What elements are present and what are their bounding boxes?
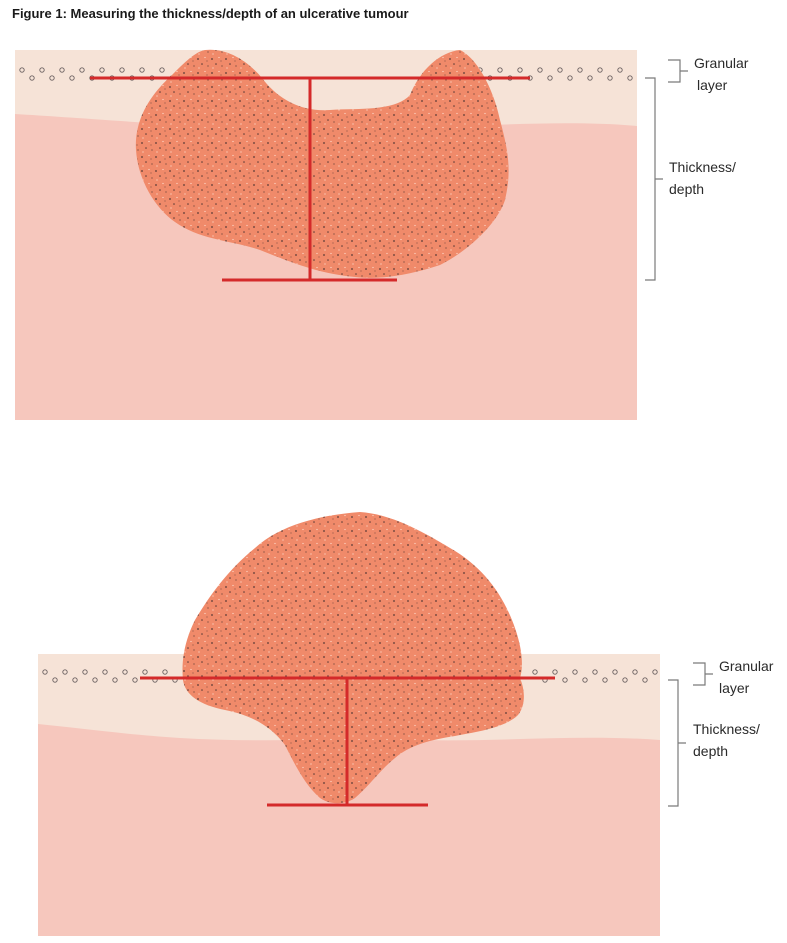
thickness-depth-label-line2: depth [693, 742, 728, 760]
ulcerative-tumour-illustration [0, 0, 787, 430]
thickness-depth-label: Thickness/ [693, 720, 760, 738]
granular-bracket [668, 60, 688, 82]
exophytic-tumour-illustration [0, 500, 787, 938]
thickness-bracket [645, 78, 663, 280]
granular-bracket [693, 663, 713, 685]
exophytic-tumour-diagram: Granular layer Thickness/ depth [0, 500, 787, 938]
granular-layer-label: Granular [719, 657, 773, 675]
granular-layer-label: Granular [694, 54, 748, 72]
granular-layer-label-line2: layer [697, 76, 727, 94]
thickness-depth-label-line2: depth [669, 180, 704, 198]
granular-layer-label-line2: layer [719, 679, 749, 697]
ulcerative-tumour-diagram: Granular layer Thickness/ depth [0, 0, 787, 430]
thickness-depth-label: Thickness/ [669, 158, 736, 176]
thickness-bracket [668, 680, 686, 806]
